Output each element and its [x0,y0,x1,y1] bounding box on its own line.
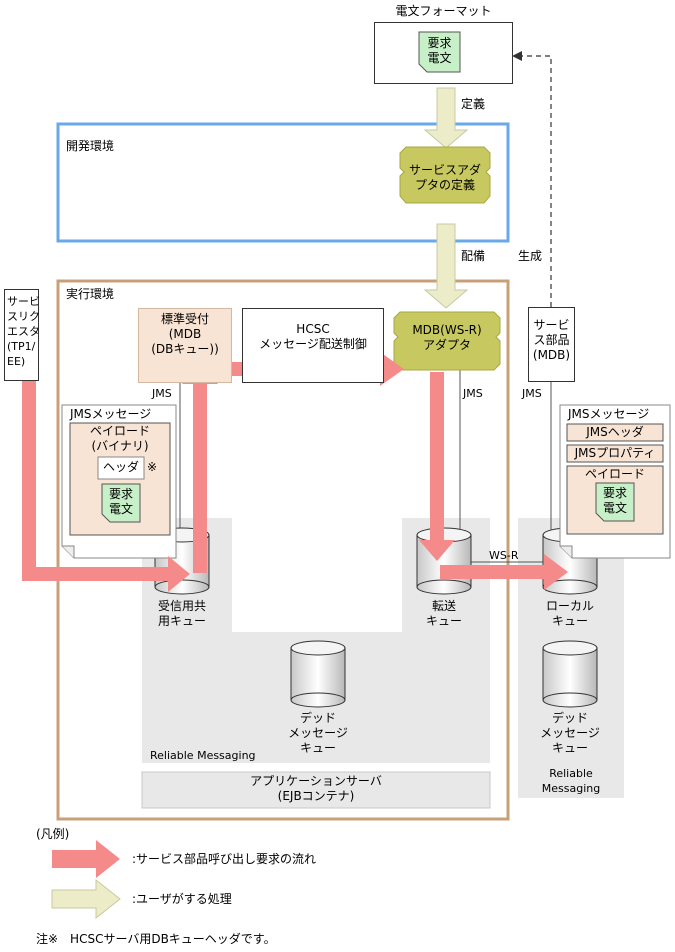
jms-left-title: JMSメッセージ [70,407,152,421]
jms-left-doc: 要求 電文 [108,487,133,516]
doc-left [101,483,141,523]
legend-red-arrow [52,840,120,878]
dev-env-box [56,122,510,243]
app-server-bar [141,771,491,809]
service-part-jms: JMS [522,387,542,400]
define-arrow [423,87,469,149]
legend-red-text: :サービス部品呼び出し要求の流れ [132,852,317,866]
mdb-wsr-jms: JMS [463,387,483,400]
doc-right [595,482,635,522]
client-label: サービ スリク エスタ (TP1/ EE) [7,295,40,368]
std-recv-box [138,308,232,383]
reliable-messaging-area-left [142,518,490,763]
run-env-box [56,279,510,821]
jms-left-header: ヘッダ [102,460,139,474]
flow-arrow-mdb-down [419,372,455,561]
queue-dead-right-label: デッド メッセージ キュー [540,711,600,755]
queue-recv-label: 受信用共 用キュー [157,599,206,628]
reliable-left-label: Reliable Messaging [150,749,256,762]
queue-transfer-label: 転送 キュー [425,599,462,628]
jms-right-prop: JMSプロパティ [574,446,656,460]
service-part-label: サービ ス部品 (MDB) [532,318,571,362]
jms-message-left-card [61,404,177,559]
label-define: 定義 [461,97,486,111]
format-doc-text: 要求 電文 [427,36,452,65]
mdb-wsr-label: MDB(WS-R) アダプタ [412,323,482,352]
footnote: 注※ HCSCサーバ用DBキューヘッダです。 [36,932,276,946]
format-title: 電文フォーマット [395,4,492,18]
dev-env-title: 開発環境 [66,139,115,153]
doc-format [418,31,461,73]
queue-local-label: ローカル キュー [545,599,594,628]
generate-dashed-arrow [518,55,552,307]
legend-yellow-arrow [51,878,121,920]
std-recv-label: 標準受付 (MDB (DBキュー)) [151,312,219,356]
jms-left-payload: ペイロード (バイナリ) [89,424,150,453]
jms-message-right-card [559,404,671,559]
adapter-definition-shape [399,146,491,204]
flow-arrow-recv-up [182,362,218,573]
std-recv-jms: JMS [152,387,172,400]
adapter-def-label: サービスアダ プタの定義 [408,163,481,192]
wsr-label: WS-R [489,549,519,562]
jms-right-header: JMSヘッダ [586,425,644,439]
label-generate: 生成 [518,249,543,263]
client-box [4,289,39,381]
queue-dead-left-label: デッド メッセージ キュー [288,711,348,755]
legend-yellow-text: :ユーザがする処理 [132,892,232,906]
hcsc-label: HCSC メッセージ配送制御 [259,322,367,351]
label-deploy: 配備 [461,249,486,263]
mdb-wsr-shape [393,311,501,371]
deploy-arrow [423,223,469,309]
flow-arrow-transfer-to-local [440,554,568,590]
reliable-right-label: Reliable Messaging [541,767,601,795]
run-env-title: 実行環境 [66,287,115,301]
flow-arrow-client-to-recv [22,381,190,592]
cyl-dead-left [290,640,346,708]
legend-title: (凡例) [36,827,70,841]
jms-right-payload: ペイロード [584,467,645,481]
cyl-dead-right [542,640,598,708]
service-part-box [528,307,575,382]
jms-right-title: JMSメッセージ [568,407,650,421]
format-box [374,22,513,84]
jms-right-doc: 要求 電文 [602,486,627,515]
hcsc-box [242,308,384,383]
jms-left-note-mark: ※ [147,460,158,474]
app-server-label: アプリケーションサーバ (EJBコンテナ) [250,774,382,803]
